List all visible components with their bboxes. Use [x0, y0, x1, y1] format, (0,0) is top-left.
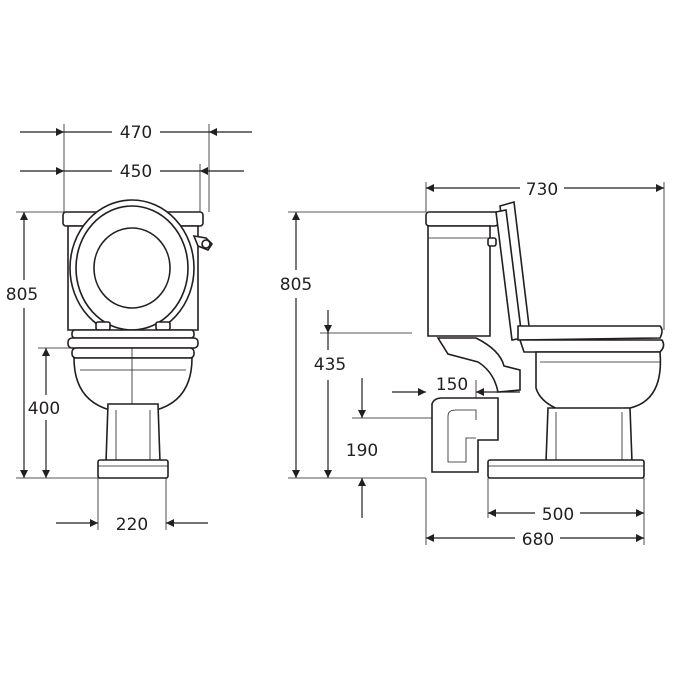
- dim-label-435: 435: [314, 355, 346, 375]
- dim-label-470: 470: [120, 123, 152, 143]
- dim-label-220: 220: [116, 515, 148, 535]
- dim-label-450: 450: [120, 162, 152, 182]
- dim-side-base-depth: 500: [488, 505, 644, 525]
- dim-side-floor-outlet-height: 190: [346, 378, 378, 518]
- dim-label-805-front: 805: [6, 285, 38, 305]
- toilet-front-drawing: [62, 199, 214, 479]
- dim-side-total-depth: 680: [426, 530, 644, 550]
- front-view: 470 450 805 400 220: [6, 123, 252, 535]
- dim-front-overall-width: 470: [20, 123, 252, 143]
- dim-side-outlet-height: 435: [314, 310, 346, 478]
- dim-front-base-width: 220: [56, 515, 208, 535]
- dim-label-805-side: 805: [280, 275, 312, 295]
- dim-label-190: 190: [346, 441, 378, 461]
- dim-side-total-height: 805: [280, 212, 312, 478]
- dim-front-tank-width: 450: [20, 162, 244, 182]
- dim-label-680: 680: [522, 530, 554, 550]
- dim-side-overall-depth: 730: [426, 180, 664, 200]
- dim-label-400: 400: [28, 399, 60, 419]
- side-view: 730 805 435 150 190: [280, 180, 665, 550]
- toilet-side-drawing: [425, 200, 665, 479]
- dim-label-730: 730: [526, 180, 558, 200]
- dim-front-seat-height: 400: [28, 348, 60, 478]
- dim-label-500: 500: [542, 505, 574, 525]
- dim-label-150: 150: [436, 375, 468, 395]
- dim-front-total-height: 805: [6, 212, 38, 478]
